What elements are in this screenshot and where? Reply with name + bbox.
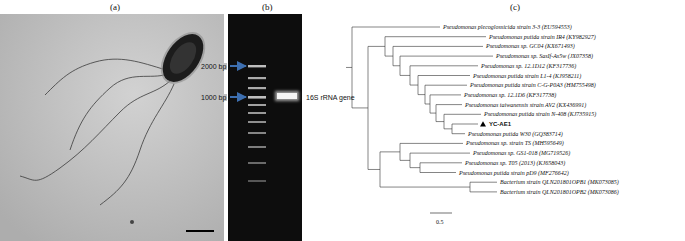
marker-arrow [230,96,246,98]
tree-branch [385,56,393,57]
tree-branch [418,94,425,95]
taxon-label: Pseudomonas sp. GC04 (KX671493) [486,43,575,49]
taxon-label: Pseudomonas sp. 12.1D12 (KF317736) [481,63,576,69]
tree-branch [430,113,436,114]
taxon-label: Pseudomonas sp. T05 (2013) (KJ658043) [465,160,565,166]
flagella [20,59,174,205]
taxon-label: Pseudomonas putida strain N-408 (KJ73591… [484,111,596,117]
query-marker [480,121,486,126]
tree-branch [400,75,410,76]
tree-branch [410,65,478,66]
tree-branch [444,114,481,115]
tree-branch [352,27,440,28]
tem-image [0,14,224,241]
taxon-label: Pseudomonas putida strain pD9 (MF276642) [459,170,569,176]
tree-branch [380,151,400,152]
marker-arrow [230,65,246,67]
tree-branch [436,121,444,122]
tree-branch [418,75,470,76]
scale-bar [186,230,214,232]
taxon-label: Pseudomonas taiwanensis strain AV2 (KX43… [465,102,586,108]
ladder-bands [248,65,266,182]
query-strain: YC-AE1 [489,121,511,127]
tree-scale-bar [430,213,452,214]
tree-branch [430,94,461,95]
taxon-label: Pseudomonas putida strain C-G-P0A3 (HM75… [470,82,596,88]
tree-branch [425,103,430,104]
tree-branch [400,56,493,57]
sample-band [277,93,297,99]
tree-branch [410,153,470,154]
tree-branch [368,169,380,170]
bacterium-cell [152,24,215,92]
taxon-label: Pseudomonas sp. 12.1D6 (KF317738) [464,92,556,98]
tree-branch [452,124,478,125]
tree-branch [380,187,470,188]
marker-size: 2000 bp [200,63,227,70]
tree-branch [444,128,452,129]
tree-branch [452,133,465,134]
taxon-label: Pseudomonas sp. GS1-018 (MG719526) [473,150,570,156]
band-label: 16S rRNA gene [306,94,355,101]
tree-branch [385,36,486,37]
tree-branch [425,85,467,86]
tree-branch [470,191,497,192]
tree-branch [420,172,456,173]
tree-branch [410,85,418,86]
taxon-label: Pseudomonas sp. SasIf-As5w (JX07358) [496,53,593,59]
panel-letter: (a) [110,3,120,12]
tree-branch [368,46,385,47]
taxon-label: Bacterium strain QLN201801OPB1 (MK073085… [500,179,619,185]
marker-size: 1000 bp [200,94,227,101]
gel-image [228,14,302,241]
panel-letter: (b) [262,3,273,12]
tree-branch [352,107,368,108]
particle [130,220,134,224]
tree-branch [400,160,410,161]
taxon-label: Pseudomonas sp. strain TS (MH595649) [466,140,564,146]
tree-branch [393,46,483,47]
taxon-label: Pseudomonas plecoglossicida strain 3-3 (… [443,24,572,30]
tree-branch [420,162,462,163]
tree-branch [410,167,420,168]
tree-branch [393,65,400,66]
taxon-label: Pseudomonas putida W30 (GQ383714) [468,131,563,137]
tree-branch [400,143,463,144]
tree-branch [470,182,497,183]
tree-branch [346,67,352,68]
taxon-label: Bacterium strain QLN201801OPB2 (MK073086… [500,189,619,195]
tree-branch [436,104,462,105]
taxon-label: Pseudomonas putida strain L1-4 (KJ958211… [473,73,581,79]
taxon-label: Pseudomonas putida strain IR4 (KY982927) [489,34,596,40]
panel-letter: (c) [510,3,520,12]
scale-value: 0.5 [436,219,444,225]
